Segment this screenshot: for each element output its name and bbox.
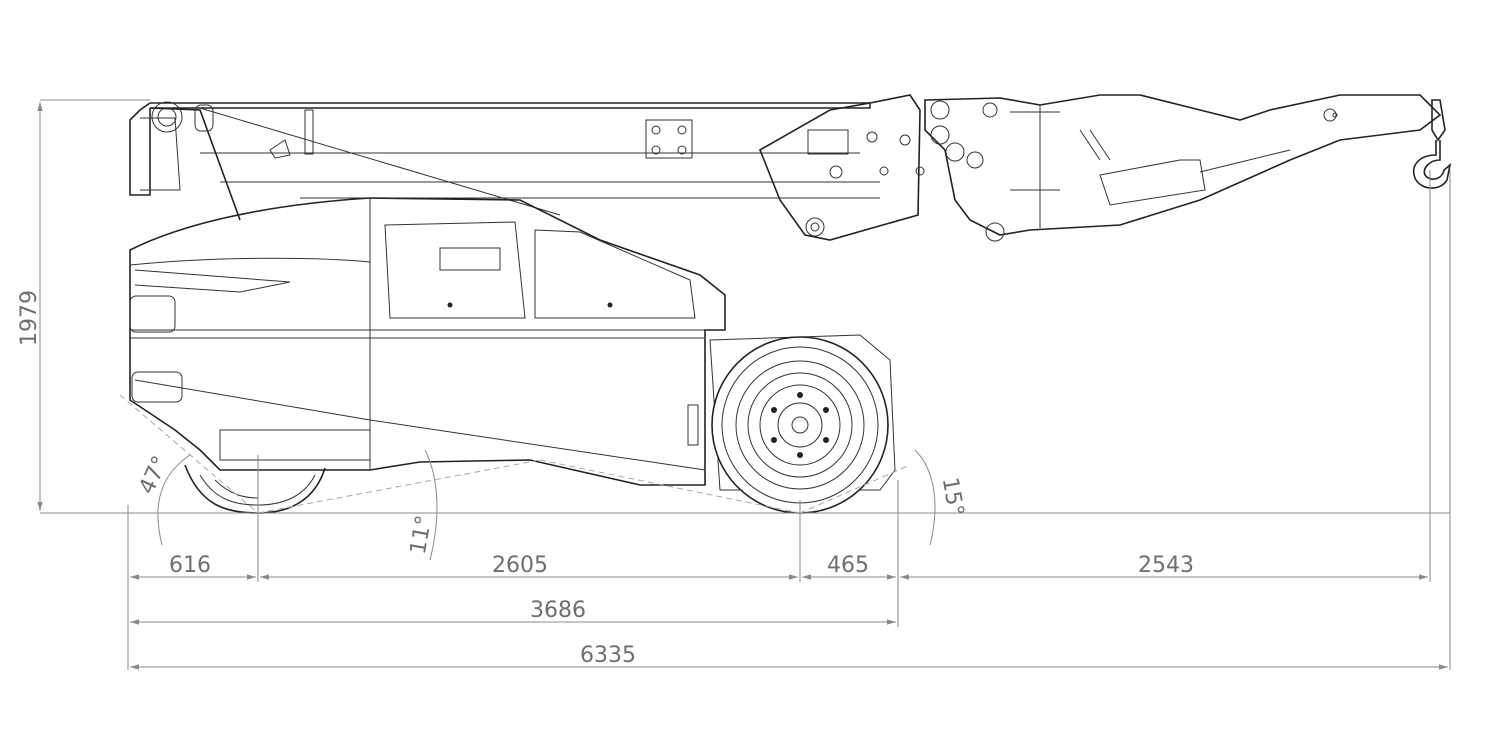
dimension-labels: 1979 616 2605 465 2543 3686 6335 47° 11°…	[17, 290, 1194, 668]
vehicle-body	[129, 197, 896, 491]
angle-rear-label: 47°	[135, 452, 174, 498]
height-label: 1979	[17, 290, 42, 346]
crane-hook	[1413, 99, 1452, 189]
front-overhang-label: 465	[827, 553, 869, 578]
overall-length-label: 6335	[580, 643, 636, 668]
body-length-label: 3686	[530, 598, 586, 623]
boom-reach-label: 2543	[1138, 553, 1194, 578]
boom-head	[758, 94, 1442, 242]
rear-overhang-label: 616	[169, 553, 211, 578]
wheelbase-label: 2605	[492, 553, 548, 578]
angle-front-label: 15°	[937, 475, 968, 518]
front-wheel	[711, 336, 889, 514]
boom	[129, 101, 880, 221]
crane-vehicle	[129, 94, 1452, 514]
rear-wheel	[184, 464, 326, 514]
angle-guides	[40, 394, 1450, 561]
dimension-lines	[37, 99, 1451, 670]
